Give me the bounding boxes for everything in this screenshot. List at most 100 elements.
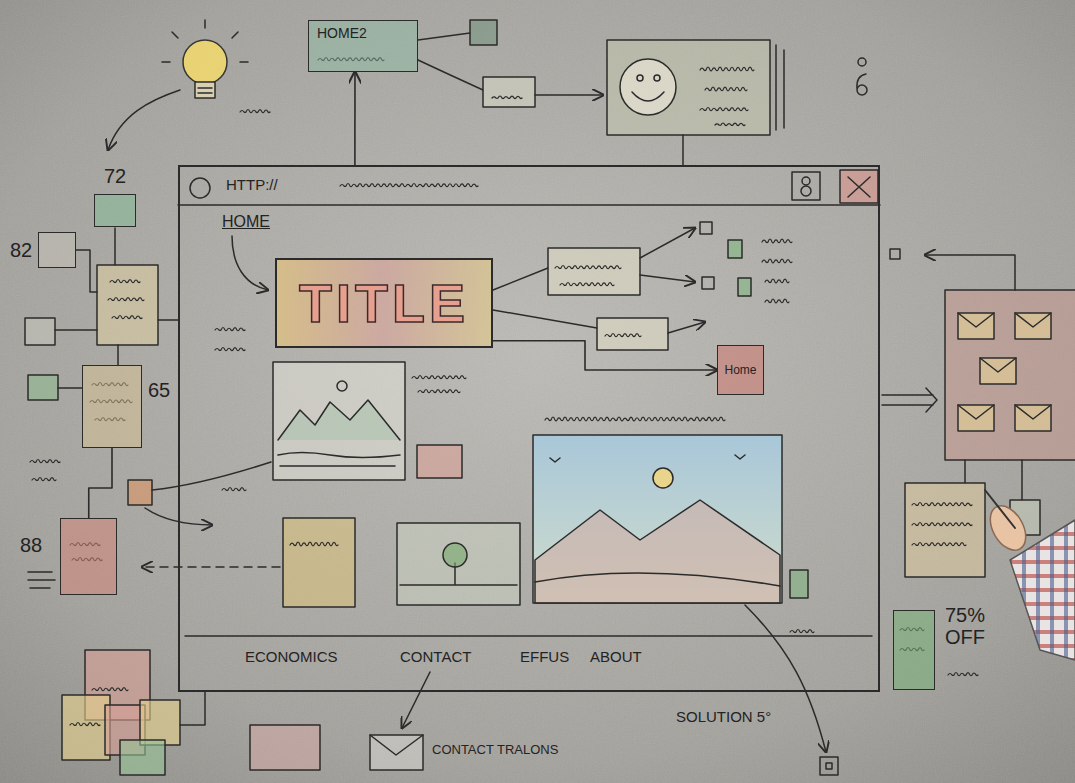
lightbulb-icon	[162, 20, 248, 62]
left-sketches	[28, 572, 55, 588]
right-sketches	[980, 358, 1016, 384]
page-sketches	[493, 310, 597, 328]
callout-box: 82	[10, 232, 76, 268]
right-sketches	[958, 313, 994, 339]
page-sketches	[702, 277, 714, 289]
page-sketches	[640, 275, 695, 282]
node-text: HTTP://	[180, 167, 278, 193]
scribble-doodle	[340, 184, 478, 187]
right-sketches	[882, 249, 1075, 577]
page-sketches	[668, 322, 705, 333]
scribble-doodle	[762, 239, 792, 243]
scribble-doodle	[700, 108, 748, 111]
scribble-doodle	[765, 279, 789, 283]
page-sketches	[597, 318, 668, 350]
left-sketches	[55, 329, 97, 331]
page-sketches	[278, 400, 400, 440]
browser-chrome	[801, 186, 811, 196]
top-sketches	[607, 40, 770, 135]
sketch-illustration	[25, 20, 1075, 775]
scribble-doodle	[765, 299, 789, 303]
page-sketches	[493, 268, 548, 290]
scribble-doodle	[492, 96, 522, 99]
right-sketches	[958, 313, 994, 327]
right-sketches	[1015, 313, 1051, 327]
bottom-sketches	[180, 692, 205, 725]
scribble-doodle	[605, 334, 641, 337]
bottom-sketches	[370, 735, 423, 770]
note-text: SOLUTION 5°	[676, 708, 771, 725]
node-text: 72	[104, 165, 126, 188]
scribble-doodle	[948, 673, 978, 676]
node-text: TITLE	[299, 272, 469, 334]
scribble-doodle	[70, 723, 100, 726]
top-sketches	[654, 75, 660, 81]
scribble-doodle	[92, 688, 128, 691]
right-sketches	[882, 388, 937, 412]
page-sketches	[700, 222, 712, 234]
browser-chrome	[848, 177, 870, 197]
scribble-doodle	[762, 259, 792, 263]
bottom-sketches	[140, 700, 180, 745]
box-shape	[38, 232, 76, 268]
callout-box: 72	[94, 165, 136, 227]
browser-chrome	[190, 178, 210, 198]
top-sketches	[858, 58, 866, 66]
top-sketches	[483, 77, 535, 107]
scribble-doodle	[700, 67, 754, 71]
page-sketches	[142, 566, 280, 568]
page-sketches	[728, 240, 742, 258]
page-sketches	[128, 480, 152, 505]
right-sketches	[1015, 313, 1051, 339]
bottom-sketches	[120, 740, 165, 775]
page-box: HOME2	[308, 20, 418, 72]
page-sketches	[548, 248, 640, 295]
page-sketches	[397, 523, 520, 605]
page-sketches	[337, 381, 347, 391]
node-text: HOME2	[309, 21, 375, 45]
box-shape	[82, 365, 142, 448]
scribble-doodle	[32, 478, 56, 481]
right-sketches	[1015, 405, 1051, 419]
node-text: 75% OFF	[945, 604, 997, 648]
title-box: TITLE	[275, 258, 493, 348]
box-shape	[60, 518, 117, 595]
scribble-doodle	[30, 460, 60, 463]
browser-chrome	[178, 170, 880, 636]
bottom-sketches	[402, 672, 430, 728]
browser-chrome	[792, 172, 820, 200]
bottom-sketches	[370, 735, 423, 755]
scribble-doodle	[715, 123, 745, 126]
top-sketches	[620, 59, 676, 115]
left-sketches	[97, 265, 158, 345]
top-sketches	[637, 75, 643, 81]
scribble-doodle	[110, 280, 140, 283]
bottom-sketches	[250, 725, 320, 770]
drawing-hand	[985, 490, 1015, 528]
left-sketches	[158, 319, 178, 321]
page-sketches	[273, 362, 405, 480]
page-sketches	[535, 500, 780, 603]
top-sketches	[682, 135, 684, 165]
page-sketches	[417, 445, 462, 478]
nav-item: CONTACT	[400, 648, 471, 665]
connector	[354, 72, 356, 165]
browser-chrome	[178, 204, 880, 206]
scribble-doodle	[560, 283, 614, 286]
top-sketches	[418, 20, 867, 165]
top-sketches	[632, 92, 664, 101]
left-sketches	[117, 345, 119, 365]
right-sketches	[1015, 405, 1051, 431]
box-shape	[893, 610, 935, 690]
scribble-doodle	[112, 316, 142, 319]
page-sketches	[283, 518, 355, 607]
box-shape	[94, 194, 136, 227]
home-button: Home	[717, 345, 764, 395]
browser-chrome	[185, 635, 872, 637]
bottom-sketches	[62, 695, 110, 760]
page-sketches	[128, 222, 838, 775]
page-sketches	[535, 573, 780, 586]
right-sketches	[925, 255, 1015, 290]
